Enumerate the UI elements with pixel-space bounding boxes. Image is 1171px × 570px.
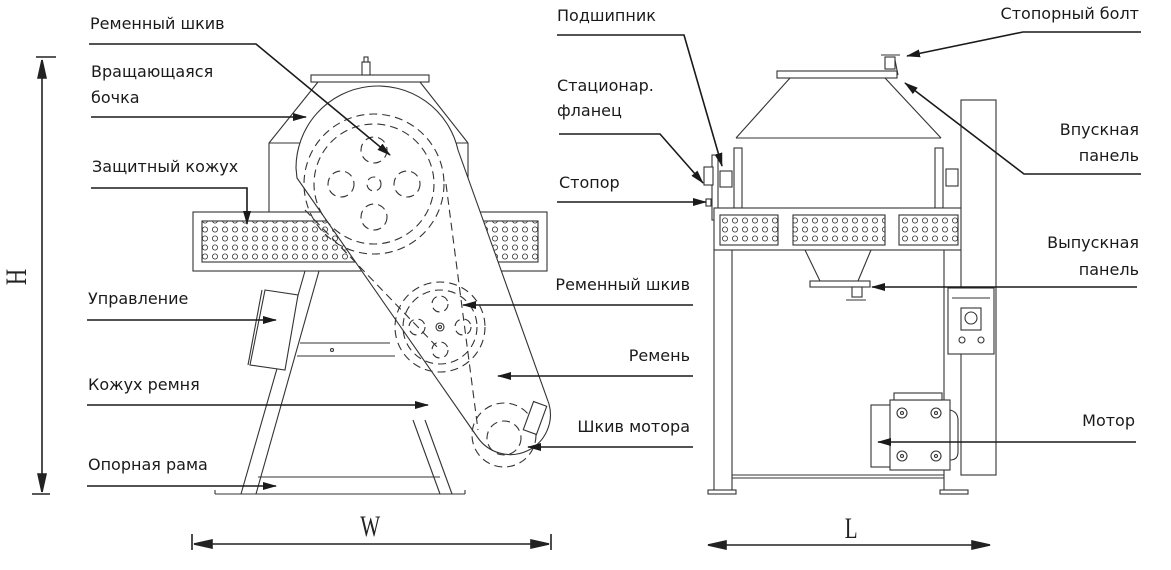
leader-stationary-flange bbox=[559, 133, 704, 184]
label-rotating-drum-line2: бочка bbox=[91, 88, 140, 107]
label-belt-cover: Кожух ремня bbox=[88, 375, 200, 394]
label-inlet-panel-line1: Впускная bbox=[1059, 120, 1139, 139]
width-dimension bbox=[191, 534, 552, 550]
side-view bbox=[192, 56, 551, 495]
label-protective-cover: Защитный кожух bbox=[92, 157, 239, 176]
label-belt-pulley-mid: Ременный шкив bbox=[555, 275, 690, 294]
label-belt: Ремень bbox=[628, 346, 690, 365]
label-stop-bolt: Стопорный болт bbox=[1000, 4, 1139, 23]
label-belt-pulley-top: Ременный шкив bbox=[90, 14, 225, 33]
leader-belt-pulley-top bbox=[89, 43, 391, 156]
leader-lines bbox=[87, 31, 1141, 490]
height-dimension bbox=[32, 56, 56, 495]
label-motor-pulley: Шкив мотора bbox=[577, 417, 690, 436]
label-motor: Мотор bbox=[1082, 411, 1135, 430]
leader-inlet-panel bbox=[904, 82, 1141, 175]
label-stationary-flange-line1: Стационар. bbox=[557, 76, 654, 95]
front-view bbox=[703, 54, 997, 495]
dimension-label-l: L bbox=[844, 512, 858, 545]
label-support-frame: Опорная рама bbox=[88, 455, 208, 474]
leader-protective-cover bbox=[91, 187, 251, 225]
label-outlet-panel-line1: Выпускная bbox=[1047, 233, 1139, 252]
label-outlet-panel-line2: панель bbox=[1078, 260, 1139, 279]
label-stopper: Стопор bbox=[559, 173, 620, 192]
dimension-label-h: H bbox=[0, 268, 33, 286]
label-control: Управление bbox=[88, 289, 189, 308]
label-inlet-panel-line2: панель bbox=[1078, 146, 1139, 165]
leader-bearing bbox=[557, 34, 723, 167]
label-stationary-flange-line2: фланец bbox=[557, 101, 622, 120]
label-rotating-drum-line1: Вращающаяся bbox=[91, 62, 214, 81]
dimension-label-w: W bbox=[360, 510, 381, 543]
leader-stop-bolt bbox=[906, 31, 1141, 58]
label-bearing: Подшипник bbox=[557, 6, 656, 25]
length-dimension bbox=[707, 540, 991, 550]
